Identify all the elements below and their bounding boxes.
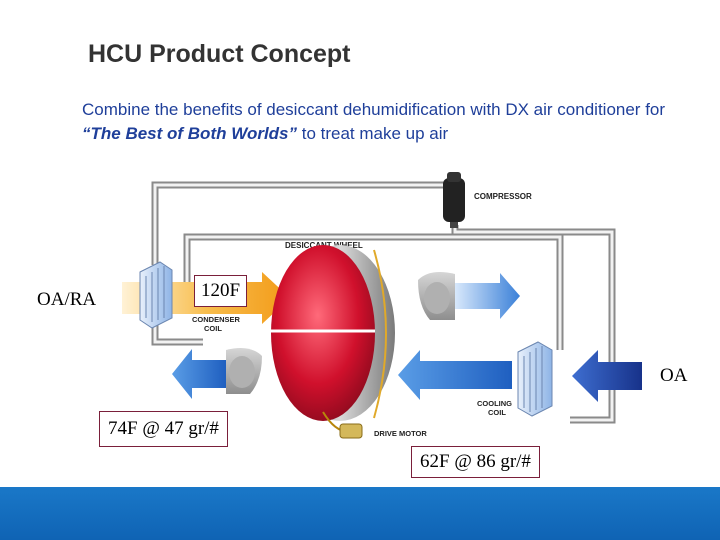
callout-after-coil: 62F @ 86 gr/#: [411, 446, 540, 478]
condenser-coil: [139, 261, 173, 329]
callout-oa: OA: [660, 365, 688, 386]
label-compressor: COMPRESSOR: [474, 192, 532, 201]
bullet-text-part2: to treat make up air: [297, 124, 449, 143]
label-drive-motor: DRIVE MOTOR: [374, 429, 427, 438]
regen-exhaust-arrow: [455, 273, 520, 319]
callout-oa-ra: OA/RA: [37, 289, 97, 310]
drive-motor: [322, 411, 363, 439]
desiccant-wheel: [271, 245, 395, 421]
callout-120f: 120F: [194, 275, 248, 307]
regen-fan: [418, 272, 455, 320]
process-fan: [226, 348, 262, 394]
supply-air-arrow: [172, 349, 226, 399]
process-air-arrow: [398, 350, 512, 400]
bullet-emphasis: “The Best of Both Worlds”: [82, 124, 298, 143]
label-cooling-coil-1: COOLING: [477, 399, 512, 408]
label-condenser-coil-1: CONDENSER: [192, 315, 241, 324]
label-condenser-coil-2: COIL: [204, 324, 222, 333]
outside-air-arrow: [572, 350, 642, 402]
slide-footer-bar: [0, 487, 720, 540]
slide-title: HCU Product Concept: [88, 40, 351, 68]
bullet-text-part1: Combine the benefits of desiccant dehumi…: [82, 100, 666, 119]
callout-supply-air: 74F @ 47 gr/#: [99, 411, 228, 447]
cooling-coil: [517, 341, 553, 417]
compressor: [443, 172, 465, 228]
slide-bullet: Combine the benefits of desiccant dehumi…: [82, 98, 682, 146]
label-cooling-coil-2: COIL: [488, 408, 506, 417]
